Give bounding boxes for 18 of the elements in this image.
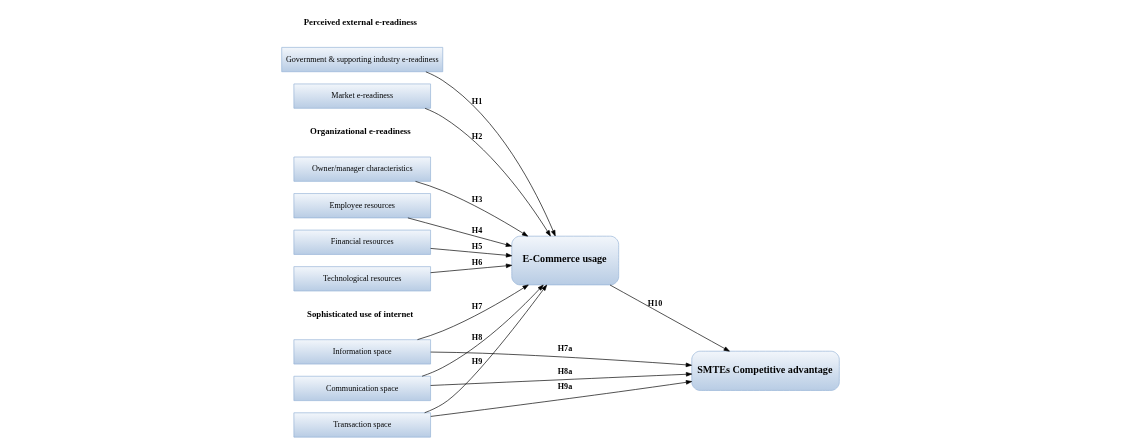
arrow: [424, 108, 551, 237]
label: Perceived external e-readiness: [303, 16, 418, 27]
arrow: [430, 263, 513, 273]
label: Sophisticated use of internet: [307, 308, 414, 319]
arrow: [407, 217, 512, 247]
arrow: [424, 284, 548, 414]
node-box: E-Commerce usage: [511, 235, 620, 286]
arrow: [417, 284, 529, 340]
node-box: SMTEs Competitive advantage: [691, 350, 840, 391]
arrow: [425, 71, 556, 237]
arrow: [430, 248, 513, 258]
arrow: [430, 372, 693, 386]
arrow: [609, 284, 730, 352]
arrow: [421, 284, 544, 377]
arrow: [430, 380, 692, 417]
arrow: [415, 181, 529, 237]
label: Organizational e-readiness: [310, 126, 411, 137]
arrow: [430, 351, 692, 368]
